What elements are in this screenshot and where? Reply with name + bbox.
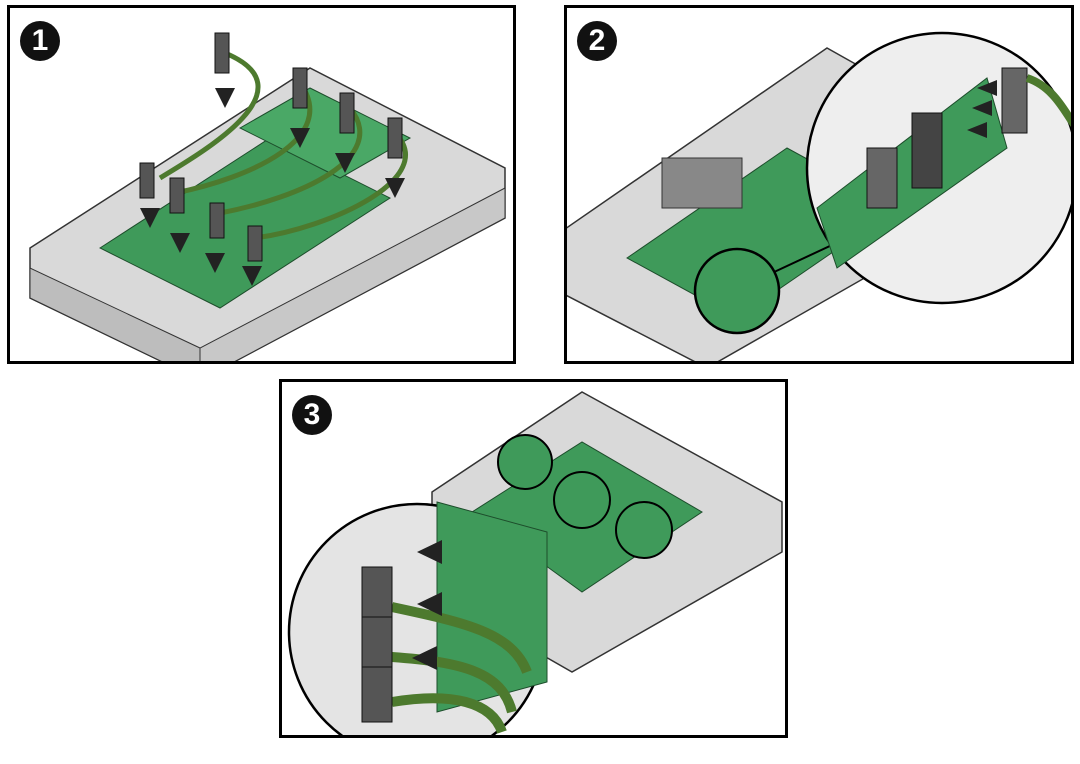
step-2-panel: 2 bbox=[564, 5, 1074, 364]
cable-routing-detail-illustration bbox=[287, 391, 783, 735]
step-1-panel: 1 bbox=[7, 5, 516, 364]
server-cable-install-illustration bbox=[29, 32, 506, 361]
step-3-panel: 3 bbox=[279, 379, 788, 738]
step-number-badge: 3 bbox=[292, 395, 332, 435]
step-number-badge: 2 bbox=[577, 21, 617, 61]
step-number-badge: 1 bbox=[20, 21, 60, 61]
server-cable-connect-illustration bbox=[567, 31, 1071, 361]
